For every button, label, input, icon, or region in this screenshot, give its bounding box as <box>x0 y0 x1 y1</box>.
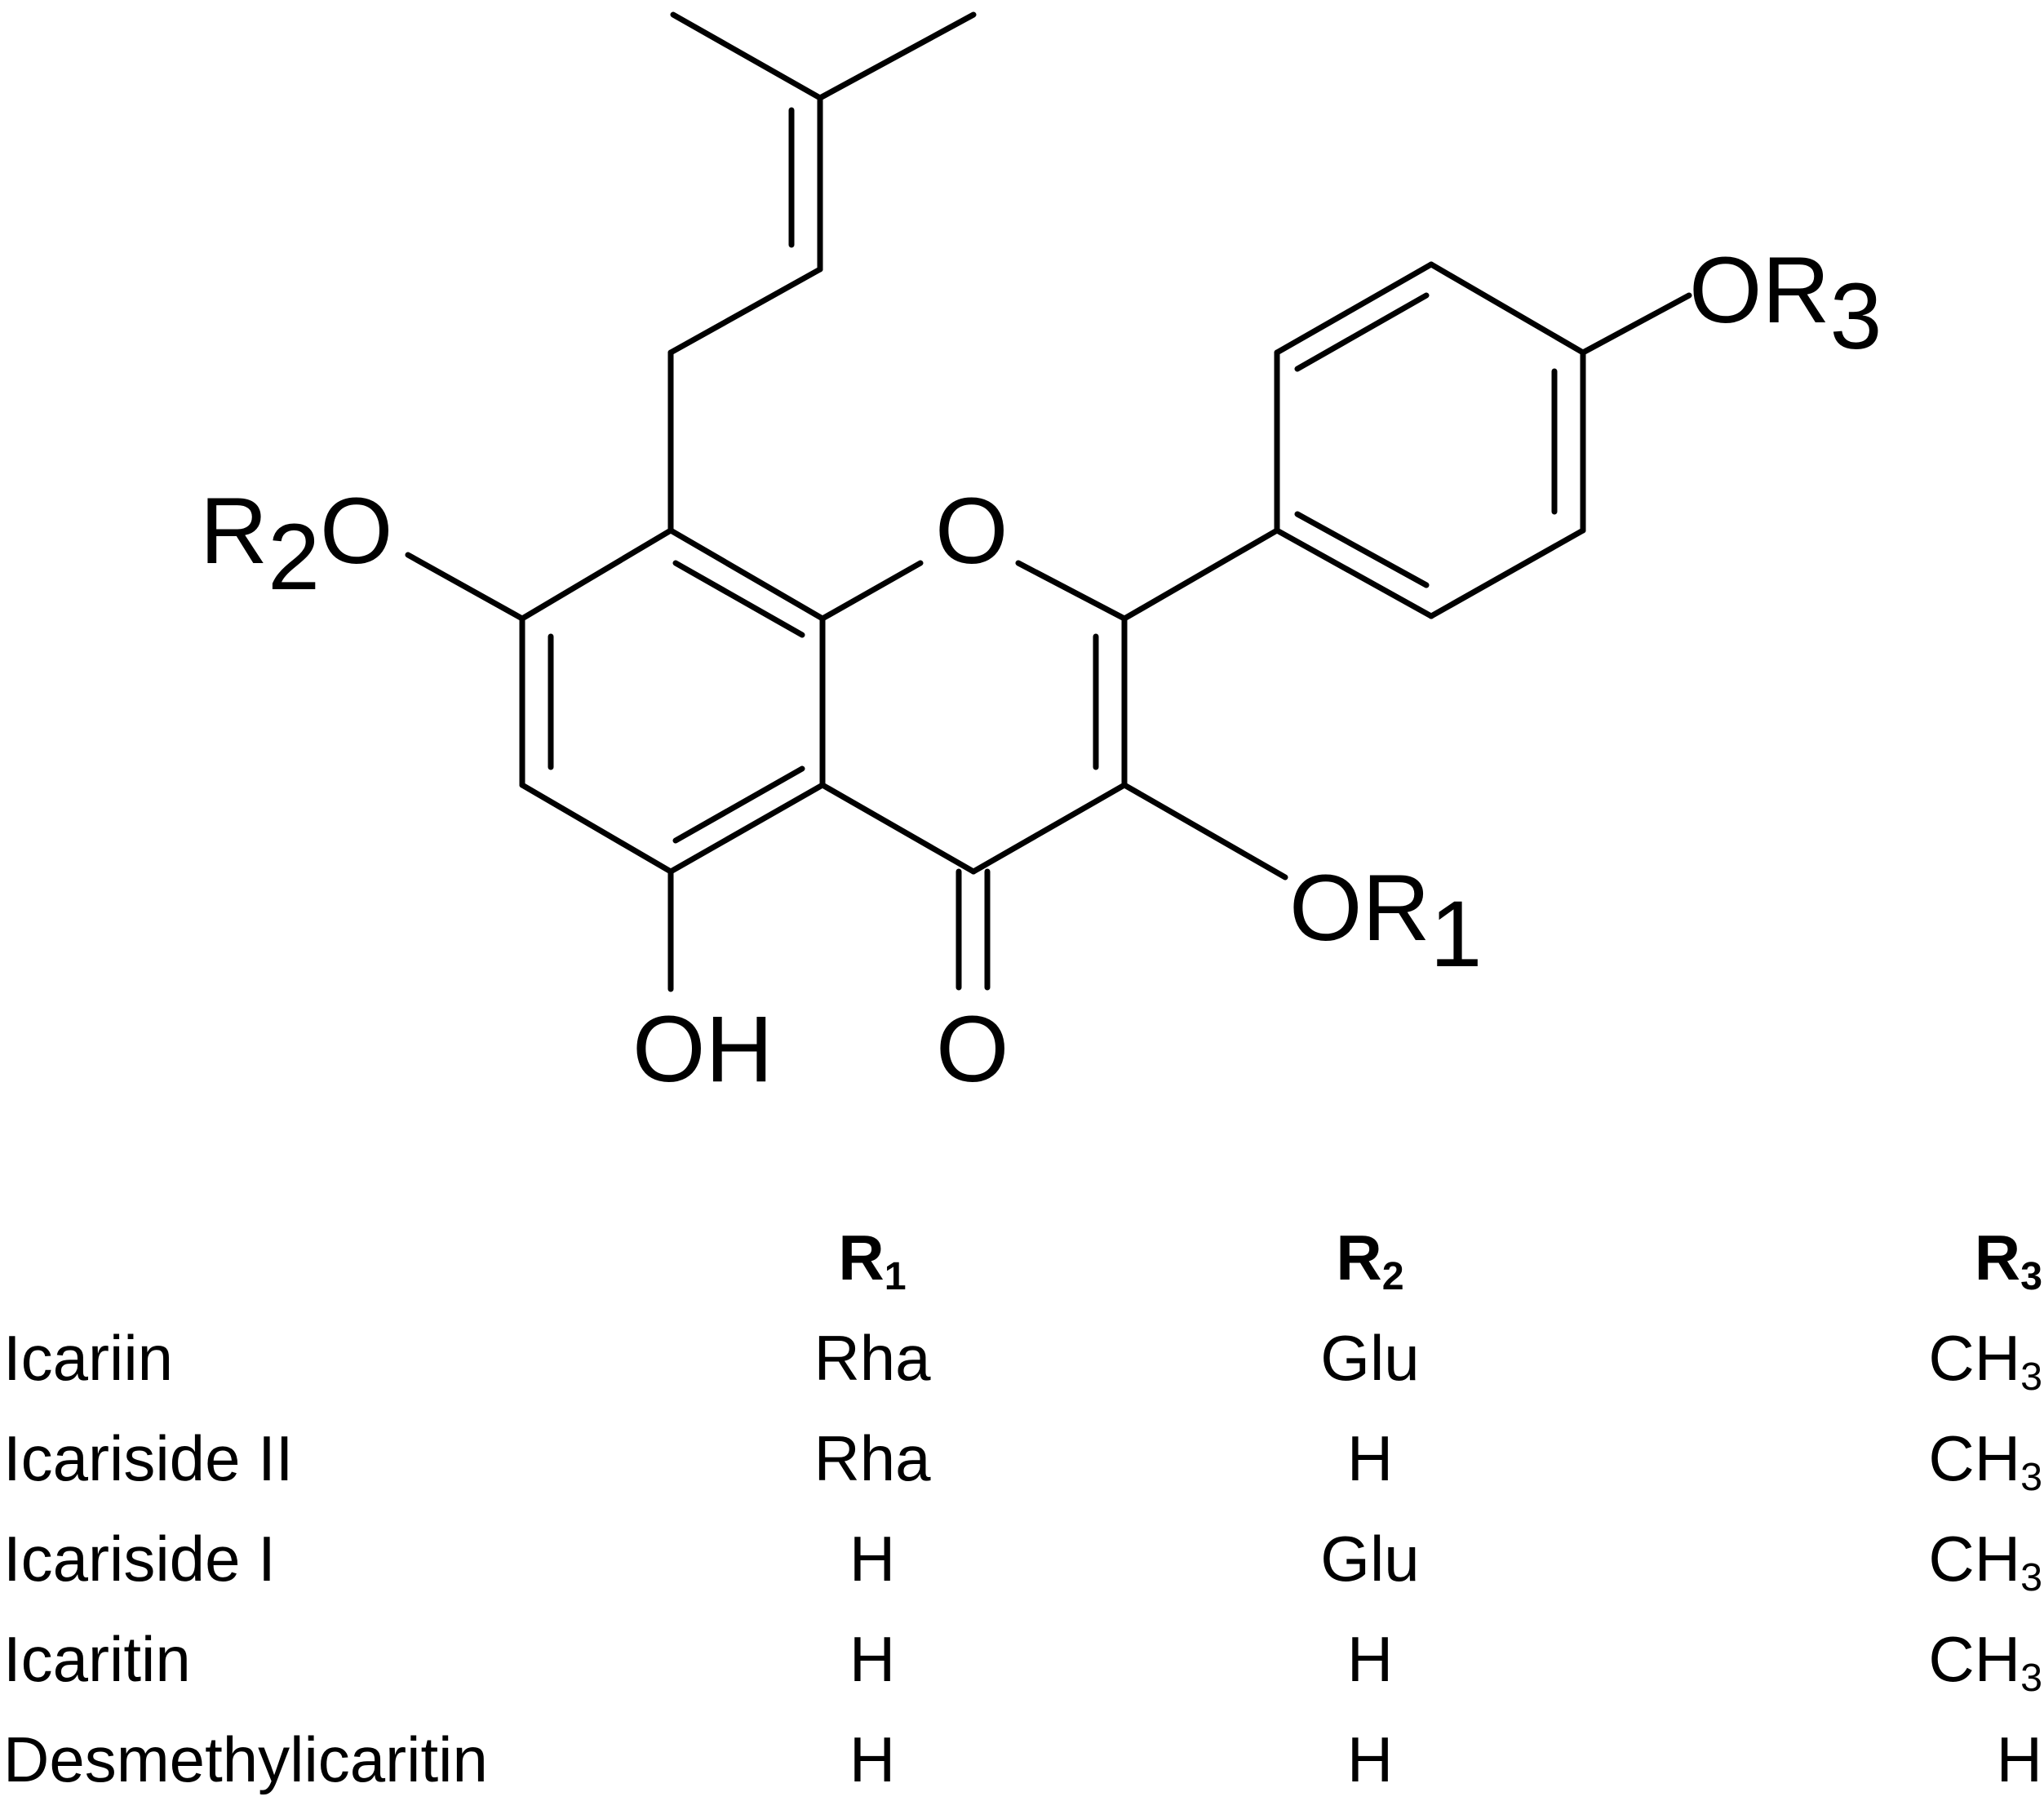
bond-a-c8-c8a-inner <box>672 560 805 638</box>
bond-b-2-3 <box>1274 261 1434 356</box>
bond-b-5-6 <box>1428 527 1586 619</box>
r3-value: H <box>1996 1723 2042 1795</box>
bond-a-c4a-c5 <box>667 782 826 875</box>
bond-c2-b1 <box>1121 527 1280 622</box>
compound-name: Icaritin <box>3 1623 191 1695</box>
bonds <box>405 11 1692 992</box>
r1-value: H <box>849 1723 896 1795</box>
bond-b-2-3-inner <box>1294 292 1430 372</box>
label-or1: OR1 <box>1289 856 1482 987</box>
label-ring-oxygen: O <box>935 479 1008 583</box>
bond-methyl-left <box>670 11 823 101</box>
bond-a-c4a-c5-inner <box>672 765 805 844</box>
atom-labels: R2O O OR3 OR1 OH O <box>200 238 1882 1102</box>
r3-value: CH3 <box>1928 1422 2042 1500</box>
bond-b4-or3 <box>1580 292 1692 356</box>
r1-value: H <box>849 1623 896 1695</box>
bond-a-c8-c8a <box>667 527 826 622</box>
r1-value: Rha <box>814 1322 931 1394</box>
r1-value: H <box>849 1523 896 1595</box>
header-r2: R2 <box>1336 1222 1404 1299</box>
bond-prenyl-ch2 <box>667 266 823 356</box>
header-r1: R1 <box>838 1222 907 1299</box>
r2-value: Glu <box>1320 1523 1420 1595</box>
header-r3: R3 <box>1974 1222 2042 1299</box>
r1-value: Rha <box>814 1422 931 1494</box>
label-carbonyl-oxygen: O <box>936 997 1009 1102</box>
bond-b-3-4 <box>1428 261 1586 356</box>
compound-name: Icariside II <box>3 1422 294 1494</box>
label-r2o: R2O <box>200 479 392 610</box>
table-row: Icaritin H H CH3 <box>0 1609 2044 1710</box>
bond-c-o1-c2 <box>1015 560 1128 622</box>
table-row: Icariside I H Glu CH3 <box>0 1509 2044 1609</box>
substituent-table: R1 R2 R3 Icariin Rha Glu CH3 Icariside I… <box>0 1208 2044 1810</box>
r2-value: H <box>1346 1422 1394 1494</box>
compound-name: Desmethylicaritin <box>3 1723 488 1795</box>
chemical-structure: R2O O OR3 OR1 OH O <box>200 11 1882 1102</box>
table-row: Desmethylicaritin H H H <box>0 1710 2044 1810</box>
compound-name: Icariside I <box>3 1523 276 1595</box>
table-header-row: R1 R2 R3 <box>0 1208 2044 1308</box>
bond-a-c7-c8 <box>519 527 674 622</box>
bond-c7-or2 <box>405 552 525 622</box>
bond-a-c5-c6 <box>519 782 674 875</box>
header-compound <box>0 1208 640 1308</box>
r2-value: Glu <box>1320 1322 1420 1394</box>
bond-b-6-1-inner <box>1294 511 1430 588</box>
r2-value: H <box>1346 1723 1394 1795</box>
label-or3: OR3 <box>1689 238 1882 369</box>
r3-value: CH3 <box>1928 1523 2042 1600</box>
table-row: Icariside II Rha H CH3 <box>0 1409 2044 1509</box>
r3-value: CH3 <box>1928 1623 2042 1701</box>
r2-value: H <box>1346 1623 1394 1695</box>
bond-c-c4-c4a <box>819 782 977 875</box>
bond-methyl-right <box>817 11 977 101</box>
r3-value: CH3 <box>1928 1322 2042 1400</box>
bond-c-c8a-o1 <box>819 560 924 622</box>
bond-c-c3-c4 <box>970 782 1128 875</box>
compound-name: Icariin <box>3 1322 174 1394</box>
label-oh: OH <box>632 997 774 1102</box>
bond-b-6-1 <box>1274 527 1434 619</box>
table-row: Icariin Rha Glu CH3 <box>0 1308 2044 1409</box>
bond-c3-or1 <box>1121 782 1288 881</box>
